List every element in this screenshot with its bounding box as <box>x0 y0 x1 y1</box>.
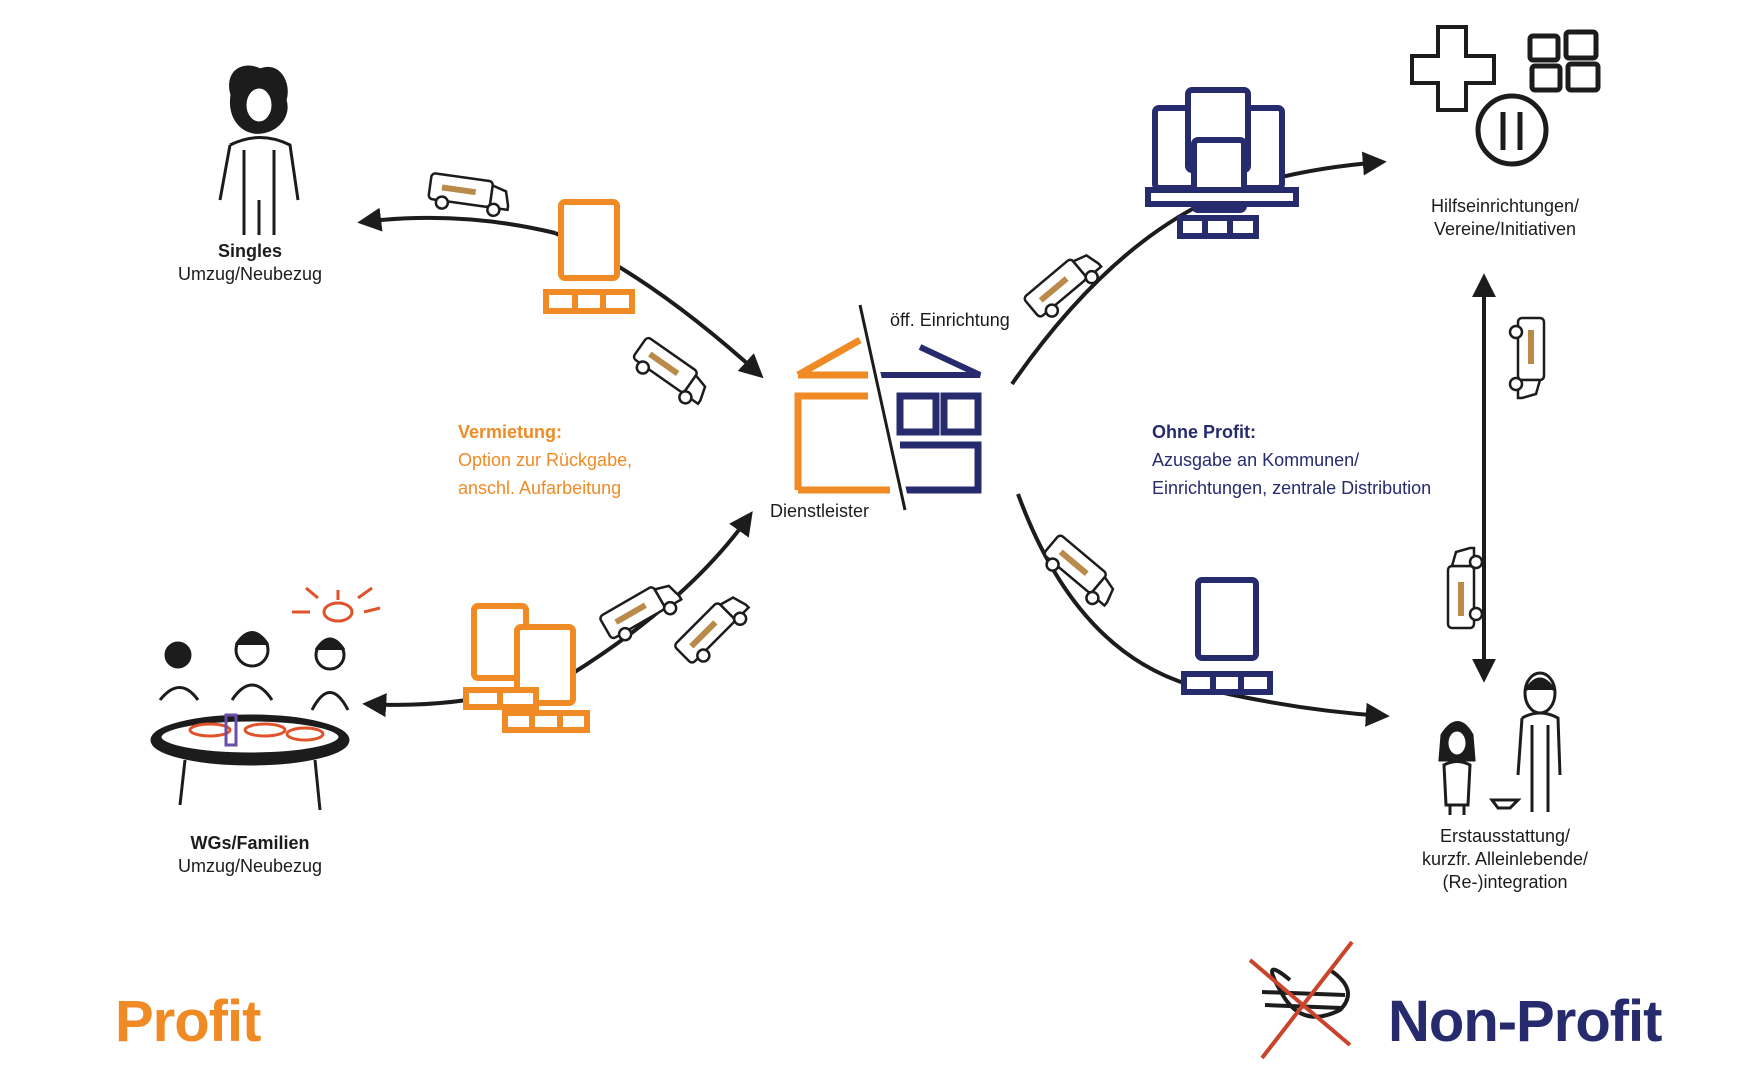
device-icon <box>543 199 635 314</box>
person-icon <box>218 65 300 235</box>
device-icon <box>1145 87 1299 239</box>
device-icon <box>463 603 590 733</box>
device-icon <box>1181 577 1273 695</box>
no-euro-icon <box>1248 940 1354 1060</box>
nonprofit-heading: Non-Profit <box>1388 989 1662 1054</box>
profit-note: Vermietung: Option zur Rückgabe, anschl.… <box>458 418 718 502</box>
building-icon <box>794 303 982 512</box>
van-icon <box>1508 316 1546 400</box>
singles-subtitle: Umzug/Neubezug <box>177 264 323 284</box>
singles-title: Singles <box>217 241 283 261</box>
profit-heading: Profit <box>115 989 261 1054</box>
wgs-label: WGs/Familien Umzug/Neubezug <box>140 832 360 878</box>
van-icon <box>597 575 687 648</box>
van-icon <box>626 335 715 412</box>
nonprofit-note-heading: Ohne Profit: <box>1152 422 1256 442</box>
van-icon <box>1036 532 1123 613</box>
singles-label: Singles Umzug/Neubezug <box>150 240 350 286</box>
center-right-label: öff. Einrichtung <box>890 310 1010 330</box>
erst-label: Erstausstattung/ kurzfr. Alleinlebende/ … <box>1421 826 1589 892</box>
hospital-cross-icon <box>1410 25 1496 112</box>
profit-note-heading: Vermietung: <box>458 422 563 442</box>
family-table-icon <box>150 586 381 811</box>
van-icon <box>425 171 513 219</box>
center-left-label: Dienstleister <box>770 501 870 521</box>
van-icon <box>1446 546 1484 630</box>
food-plate-icon <box>1475 93 1549 167</box>
arrow-to-singles <box>357 207 556 235</box>
van-icon <box>672 587 756 671</box>
wgs-subtitle: Umzug/Neubezug <box>177 856 323 876</box>
grid-icon <box>1527 29 1601 93</box>
wgs-title: WGs/Familien <box>190 833 310 853</box>
hilfe-label: Hilfseinrichtungen/ Vereine/Initiativen <box>1430 196 1580 239</box>
women-icon <box>1438 671 1562 815</box>
nonprofit-note: Ohne Profit: Azusgabe an Kommunen/ Einri… <box>1152 418 1492 502</box>
